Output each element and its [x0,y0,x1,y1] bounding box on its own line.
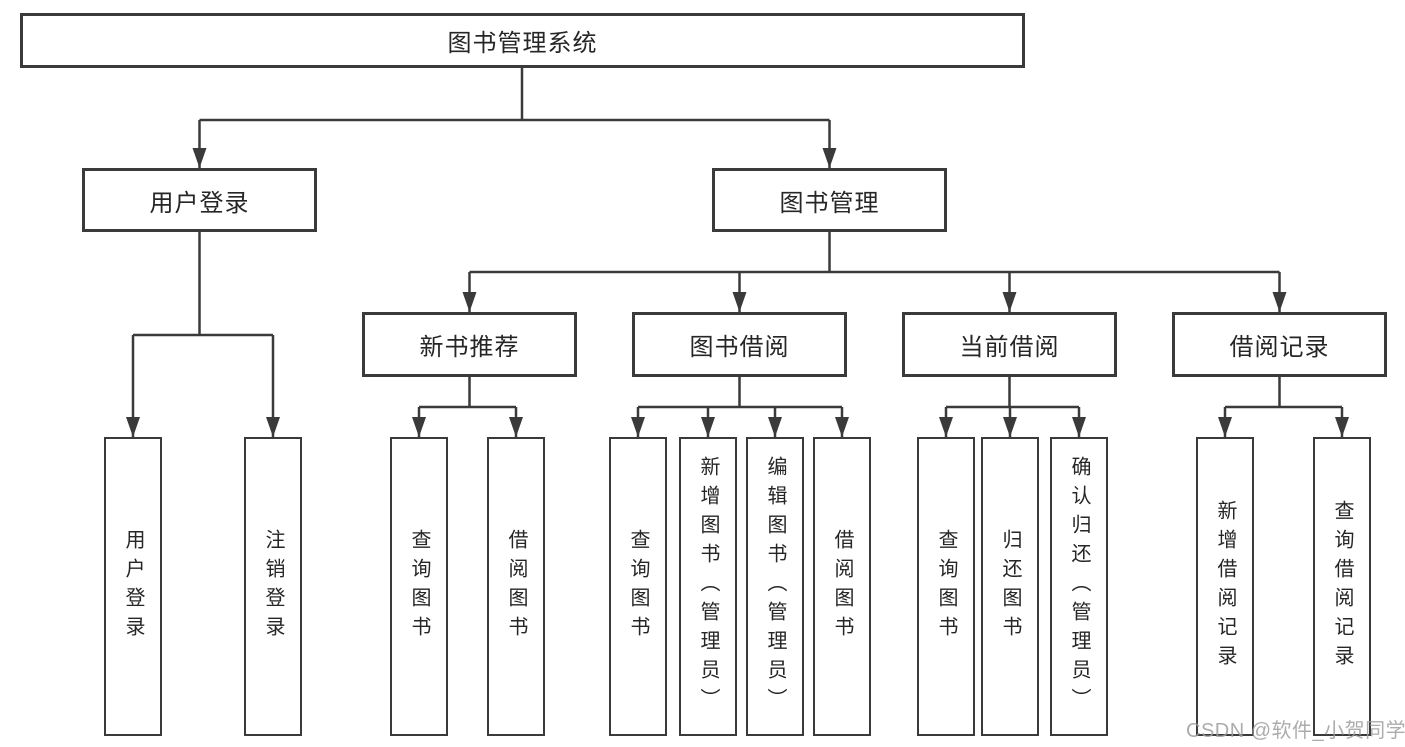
leaf-confirm-return-admin-label: 确认归还（管理员） [1068,456,1090,717]
leaf-query-books-2: 查询图书 [609,437,667,736]
node-borrowing-records: 借阅记录 [1172,312,1387,377]
leaf-query-books-3-label: 查询图书 [935,528,957,645]
leaf-return-books: 归还图书 [981,437,1039,736]
leaf-logout: 注销登录 [244,437,302,736]
leaf-logout-label: 注销登录 [262,528,284,645]
leaf-borrow-books-1: 借阅图书 [487,437,545,736]
node-book-borrowing: 图书借阅 [632,312,847,377]
leaf-add-borrow-record: 新增借阅记录 [1196,437,1254,736]
node-user-login: 用户登录 [82,168,317,232]
leaf-query-borrow-record-label: 查询借阅记录 [1331,499,1353,674]
leaf-query-books-3: 查询图书 [917,437,975,736]
leaf-user-login-label: 用户登录 [122,528,144,645]
leaf-borrow-books-2: 借阅图书 [813,437,871,736]
node-root-label: 图书管理系统 [447,30,598,57]
leaf-edit-books-admin: 编辑图书（管理员） [746,437,804,736]
node-current-borrowing-label: 当前借阅 [959,334,1060,361]
node-root-library-system: 图书管理系统 [20,13,1025,68]
leaf-query-books-1: 查询图书 [390,437,448,736]
leaf-user-login: 用户登录 [104,437,162,736]
node-borrowing-records-label: 借阅记录 [1229,334,1330,361]
node-new-book-recommendation-label: 新书推荐 [419,334,520,361]
leaf-query-borrow-record: 查询借阅记录 [1313,437,1371,736]
leaf-return-books-label: 归还图书 [999,528,1021,645]
node-book-borrowing-label: 图书借阅 [689,334,790,361]
leaf-borrow-books-1-label: 借阅图书 [505,528,527,645]
leaf-confirm-return-admin: 确认归还（管理员） [1050,437,1108,736]
leaf-add-books-admin: 新增图书（管理员） [679,437,737,736]
leaf-add-books-admin-label: 新增图书（管理员） [697,456,719,717]
node-current-borrowing: 当前借阅 [902,312,1117,377]
leaf-query-books-1-label: 查询图书 [408,528,430,645]
node-new-book-recommendation: 新书推荐 [362,312,577,377]
leaf-query-books-2-label: 查询图书 [627,528,649,645]
connector-trunks-and-bars [133,68,1342,409]
csdn-watermark: CSDN @软件_小贺同学 [1186,720,1405,742]
leaf-add-borrow-record-label: 新增借阅记录 [1214,499,1236,674]
leaf-edit-books-admin-label: 编辑图书（管理员） [764,456,786,717]
node-book-management: 图书管理 [712,168,947,232]
node-book-management-label: 图书管理 [779,189,880,217]
leaf-borrow-books-2-label: 借阅图书 [831,528,853,645]
node-user-login-label: 用户登录 [149,189,250,217]
